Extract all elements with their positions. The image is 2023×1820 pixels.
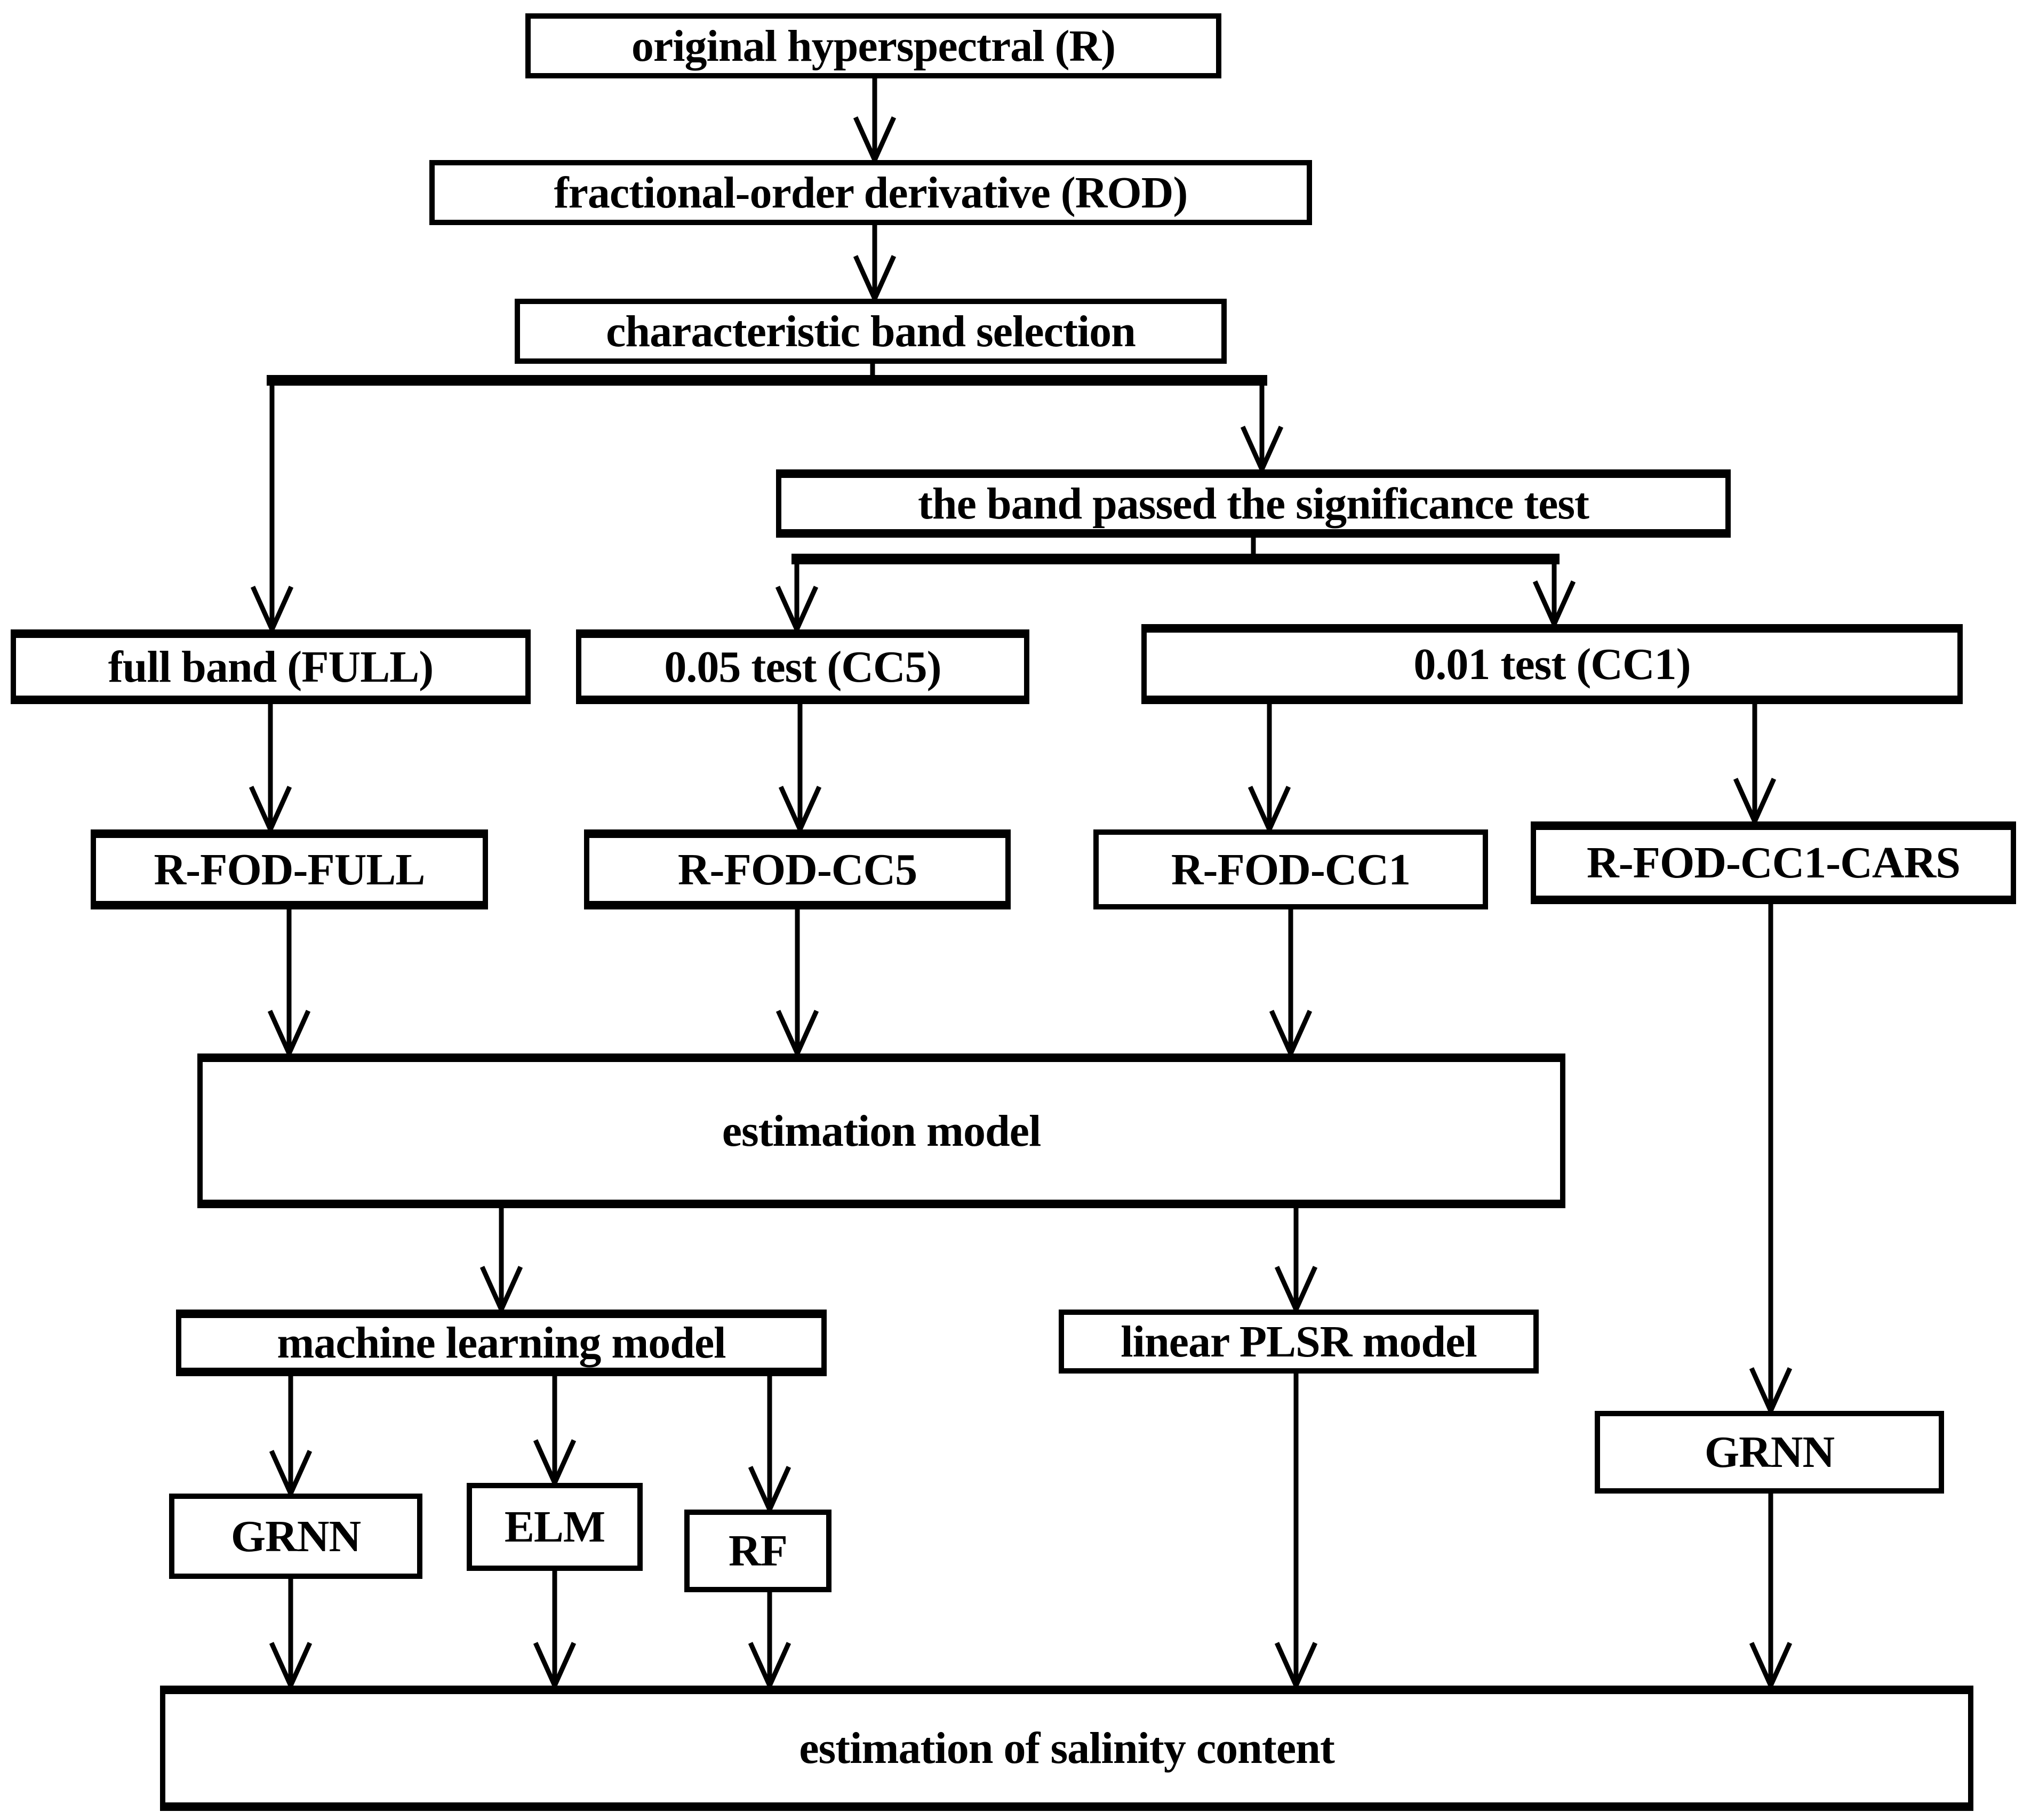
edge-cc5-to-r-fod-cc5 — [778, 704, 822, 835]
node-estimation-of-salinity-content: estimation of salinity content — [160, 1686, 1973, 1811]
edge-rf-to-salinity — [748, 1592, 791, 1691]
node-fractional-order-derivative: fractional-order derivative (ROD) — [429, 160, 1312, 225]
edge-cc1-to-r-fod-cc1 — [1248, 704, 1291, 835]
edge-estimation-to-plsr — [1274, 1208, 1318, 1315]
edge-grnn-right-to-salinity — [1749, 1494, 1793, 1691]
edge-estimation-to-ml-model — [479, 1208, 523, 1315]
edge-plsr-to-salinity — [1274, 1374, 1318, 1691]
node-cc5-test: 0.05 test (CC5) — [576, 629, 1029, 704]
edge-r-fod-cc1-to-estimation — [1269, 909, 1313, 1059]
node-r-fod-full: R-FOD-FULL — [91, 829, 488, 909]
node-cc1-test: 0.01 test (CC1) — [1141, 624, 1963, 704]
edge-full-band-to-r-fod-full — [249, 704, 292, 835]
node-grnn-right: GRNN — [1595, 1411, 1944, 1494]
node-machine-learning-model: machine learning model — [176, 1310, 827, 1376]
node-elm: ELM — [467, 1483, 643, 1571]
node-significance-test: the band passed the significance test — [776, 469, 1731, 538]
edge-ml-to-elm — [533, 1376, 577, 1489]
edge-cars-to-grnn-right — [1749, 904, 1793, 1417]
node-linear-plsr-model: linear PLSR model — [1059, 1310, 1539, 1374]
edge-original-to-fod — [853, 78, 897, 166]
edge-cc1-to-r-fod-cc1-cars — [1733, 704, 1777, 827]
edge-split-to-full-band — [250, 380, 294, 635]
node-r-fod-cc5: R-FOD-CC5 — [584, 829, 1011, 909]
edge-split-to-cc5 — [775, 559, 819, 635]
node-characteristic-band-selection: characteristic band selection — [515, 299, 1227, 364]
node-estimation-model: estimation model — [197, 1053, 1565, 1208]
edge-split-to-cc1 — [1532, 559, 1576, 630]
node-grnn-left: GRNN — [169, 1494, 422, 1579]
edge-fod-to-band-selection — [853, 225, 897, 305]
node-rf: RF — [684, 1510, 831, 1592]
edge-elm-to-salinity — [533, 1571, 577, 1691]
node-full-band: full band (FULL) — [11, 629, 531, 704]
edge-grnn-to-salinity — [269, 1579, 313, 1691]
edge-r-fod-cc5-to-estimation — [775, 909, 819, 1059]
node-original-hyperspectral: original hyperspectral (R) — [525, 13, 1221, 78]
edge-r-fod-full-to-estimation — [267, 909, 311, 1059]
edge-ml-to-rf — [748, 1376, 791, 1515]
edge-ml-to-grnn — [269, 1376, 313, 1499]
edge-split-to-significance — [1240, 380, 1284, 475]
node-r-fod-cc1: R-FOD-CC1 — [1093, 829, 1488, 909]
node-r-fod-cc1-cars: R-FOD-CC1-CARS — [1531, 821, 2016, 904]
